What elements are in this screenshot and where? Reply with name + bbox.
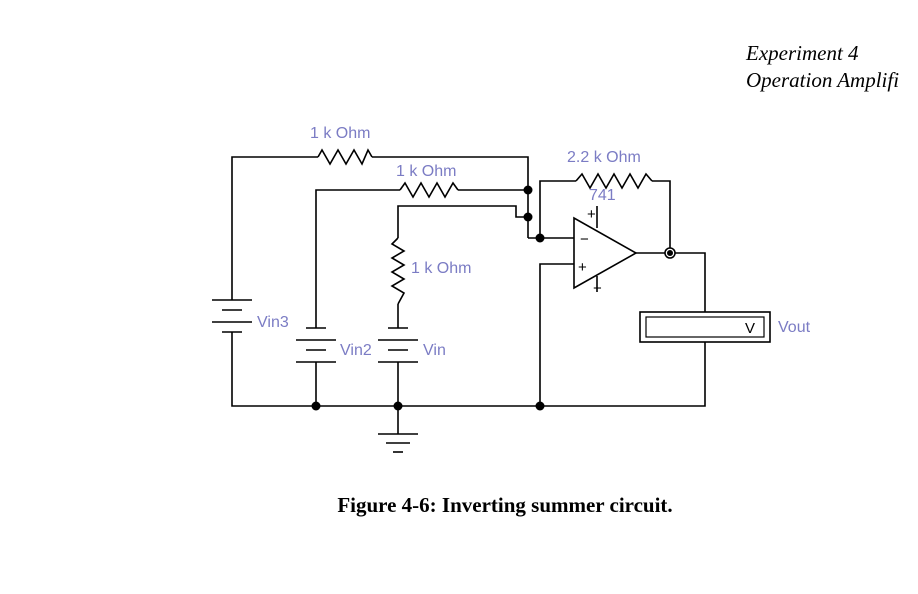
label-vout: Vout [778, 319, 811, 336]
voltmeter: V [639, 311, 771, 343]
battery-vin [378, 327, 418, 363]
opamp-minus-supply: − [593, 280, 602, 297]
resistor-r1 [317, 148, 373, 166]
resistor-r3 [390, 237, 406, 305]
label-opamp-model: 741 [589, 187, 616, 204]
label-r2: 1 k Ohm [396, 163, 456, 180]
wire-vin2-to-r2 [315, 189, 400, 328]
opamp-741: + − − + [573, 206, 638, 297]
wire-vin3-to-r1 [231, 156, 318, 300]
label-r3: 1 k Ohm [411, 260, 471, 277]
resistor-r2 [399, 181, 459, 199]
battery-vin3 [212, 299, 252, 333]
junction-dots [311, 185, 676, 411]
experiment-subtitle: Operation Amplifi [746, 68, 900, 92]
junction-dot [535, 233, 545, 243]
wire-feedback-right [652, 180, 671, 253]
wires [231, 156, 706, 434]
label-r1: 1 k Ohm [310, 125, 370, 142]
opamp-noninverting-input: + [578, 259, 587, 276]
junction-dot [523, 212, 533, 222]
wire-feedback [539, 180, 576, 238]
battery-vin2 [296, 327, 336, 363]
opamp-inverting-input: − [580, 231, 589, 248]
label-vin3: Vin3 [257, 314, 289, 331]
opamp-plus-supply: + [587, 206, 596, 223]
wire-output [636, 252, 706, 312]
label-feedback-resistor: 2.2 k Ohm [567, 149, 641, 166]
experiment-header: Experiment 4 Operation Amplifi [746, 40, 899, 94]
label-vin2: Vin2 [340, 342, 372, 359]
label-vin: Vin [423, 342, 446, 359]
junction-dot [535, 401, 545, 411]
resistor-feedback [575, 172, 653, 190]
wire-meter-to-ground [231, 332, 706, 407]
junction-dot [393, 401, 403, 411]
output-junction-dot [667, 250, 673, 256]
ground-icon [378, 433, 418, 453]
wire-r1-to-node [372, 156, 529, 238]
junction-dot [523, 185, 533, 195]
experiment-title: Experiment 4 [746, 41, 859, 65]
voltmeter-unit: V [745, 320, 755, 337]
wire-r3-top [397, 205, 528, 238]
figure-caption: Figure 4-6: Inverting summer circuit. [337, 493, 673, 517]
junction-dot [311, 401, 321, 411]
wire-noninverting-to-ground [539, 263, 574, 406]
